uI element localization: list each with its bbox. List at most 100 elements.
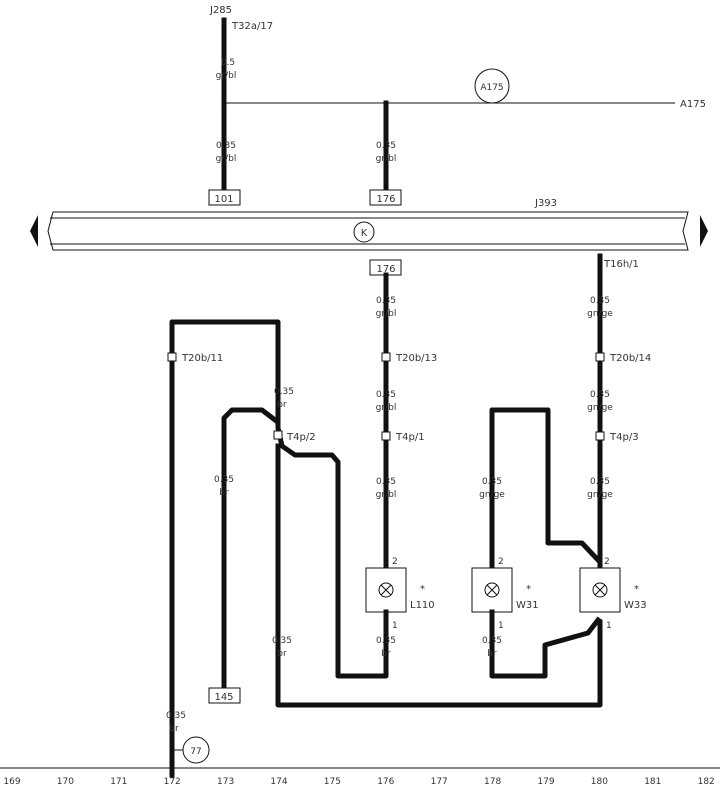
wire-size-label: 0.35 xyxy=(376,141,396,151)
connector-box-101 xyxy=(208,189,241,206)
axis-tick-label: 179 xyxy=(537,777,554,787)
lamp-icon xyxy=(378,582,394,598)
wire-color-label: gr/bl xyxy=(376,490,397,500)
axis-tick-label: 174 xyxy=(270,777,287,787)
component-label-j285: J285 xyxy=(209,5,232,16)
connector-pin xyxy=(381,352,391,362)
wire-w31-bottom xyxy=(489,616,602,679)
lamp-icon-cross xyxy=(380,584,392,596)
pin-label: 1 xyxy=(606,621,612,631)
connector-pin xyxy=(595,431,605,441)
wire-left-loop xyxy=(169,319,389,778)
wire-size-label: 0.35 xyxy=(482,477,502,487)
lamp-icon xyxy=(484,582,500,598)
connector-box-label: 176 xyxy=(376,264,395,275)
bus-arrow-right xyxy=(700,215,708,247)
connector-pin xyxy=(167,352,177,362)
wire-145-loop xyxy=(221,407,279,691)
wire-size-label: 0.35 xyxy=(166,711,186,721)
wire-size-label: 0.35 xyxy=(590,390,610,400)
wire-size-label: 0.35 xyxy=(214,475,234,485)
component-label-w31: W31 xyxy=(516,600,539,611)
wire-size-label: 0.35 xyxy=(216,141,236,151)
wire-size-label: 0.35 xyxy=(590,296,610,306)
axis-tick-label: 176 xyxy=(377,777,394,787)
reference-circle-label: A175 xyxy=(480,83,503,93)
connector-box-145 xyxy=(208,687,241,704)
wire-color-label: br xyxy=(219,488,229,498)
wire-color-label: gn/ge xyxy=(587,403,613,413)
wire-size-label: 0.35 xyxy=(482,636,502,646)
junction-dot xyxy=(221,100,227,106)
bus-arrow-left xyxy=(30,215,38,247)
connector-label: T16h/1 xyxy=(603,259,639,270)
connector-box-label: 101 xyxy=(214,194,233,205)
lamp-icon-cross xyxy=(594,584,606,596)
connector-label-t32a: T32a/17 xyxy=(231,21,273,32)
wire-color-label: gr/bl xyxy=(376,403,397,413)
wire-color-label: gn/ge xyxy=(587,309,613,319)
reference-circle xyxy=(474,68,510,104)
connector-box-176 xyxy=(369,189,402,206)
wire-color-label: br xyxy=(277,400,287,410)
connector-label: T20b/13 xyxy=(395,353,437,364)
wire-size-label: 0.35 xyxy=(376,296,396,306)
component-label-l110: L110 xyxy=(410,600,435,611)
wire-size-label: 0.35 xyxy=(272,636,292,646)
connector-label: T20b/14 xyxy=(609,353,651,364)
wire-size-label: 0.35 xyxy=(376,636,396,646)
wire-color-label: gn/ge xyxy=(479,490,505,500)
wire-color-label: br xyxy=(381,649,391,659)
axis-tick-label: 182 xyxy=(698,777,715,787)
connector-label: T4p/2 xyxy=(286,432,316,443)
axis-tick-label: 177 xyxy=(431,777,448,787)
connector-label: T4p/3 xyxy=(609,432,639,443)
connector-pin xyxy=(595,352,605,362)
axis-tick-label: 170 xyxy=(57,777,74,787)
wire-size-label: 0.5 xyxy=(221,58,235,68)
ground-label: 77 xyxy=(190,747,201,757)
wire-color-label: gn/ge xyxy=(587,490,613,500)
axis-tick-label: 173 xyxy=(217,777,234,787)
connector-label: T20b/11 xyxy=(181,353,223,364)
wire-color-label: br xyxy=(487,649,497,659)
wire-bottom-return xyxy=(275,443,603,708)
axis-tick-label: 180 xyxy=(591,777,608,787)
axis-tick-label: 172 xyxy=(164,777,181,787)
wire-color-label: gr/bl xyxy=(376,309,397,319)
reference-line-label: A175 xyxy=(680,99,706,110)
wire-color-label: gr/bl xyxy=(216,71,237,81)
wire-color-label: gr/bl xyxy=(376,154,397,164)
connector-box-label: 176 xyxy=(376,194,395,205)
bus-bar xyxy=(47,211,689,251)
wire-color-label: gr/bl xyxy=(216,154,237,164)
lamp-icon xyxy=(592,582,608,598)
wire-size-label: 0.35 xyxy=(376,390,396,400)
axis-tick-label: 175 xyxy=(324,777,341,787)
wire-size-label: 0.35 xyxy=(590,477,610,487)
pin-label: 2 xyxy=(392,557,398,567)
component-label-w33: W33 xyxy=(624,600,647,611)
wire-color-label: br xyxy=(277,649,287,659)
pin-label: 1 xyxy=(392,621,398,631)
pin-label: 1 xyxy=(498,621,504,631)
connector-pin xyxy=(381,431,391,441)
connector-label: T4p/1 xyxy=(395,432,425,443)
component-star: * xyxy=(526,584,531,595)
wire-size-label: 0.35 xyxy=(376,477,396,487)
pin-label: 2 xyxy=(498,557,504,567)
bus-label: J393 xyxy=(534,198,557,209)
axis-tick-label: 171 xyxy=(110,777,127,787)
component-star: * xyxy=(420,584,425,595)
pin-label: 2 xyxy=(604,557,610,567)
bus-marker-label: K xyxy=(361,228,368,239)
component-star: * xyxy=(634,584,639,595)
wire-size-label: 0.35 xyxy=(274,387,294,397)
axis-tick-label: 181 xyxy=(644,777,661,787)
connector-box-label: 145 xyxy=(214,692,233,703)
bus-marker-circle xyxy=(353,221,375,243)
connector-pin xyxy=(273,430,283,440)
wire-w31-loop xyxy=(489,407,602,571)
axis-tick-label: 178 xyxy=(484,777,501,787)
